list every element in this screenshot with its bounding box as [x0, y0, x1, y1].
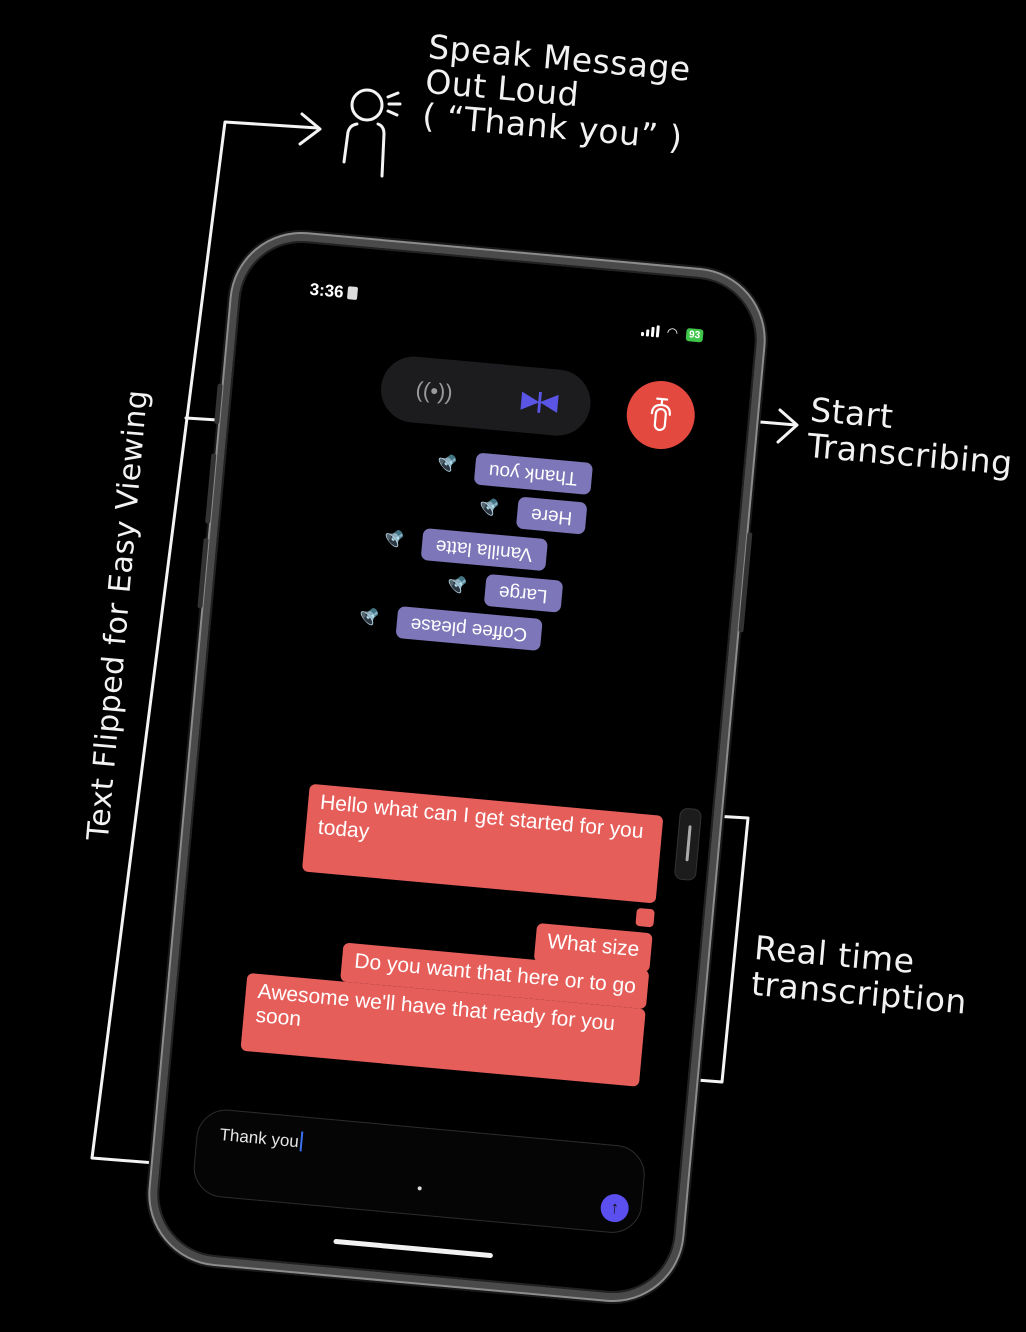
wifi-icon: ◠ — [666, 324, 679, 341]
start-annotation: Start Transcribing — [806, 390, 1018, 483]
app-screen: 3:36 ◠ 93 ((•)) ▶|◀ Coffee plea — [162, 246, 752, 1288]
status-time-text: 3:36 — [308, 279, 345, 302]
start-arrow-head — [776, 408, 799, 444]
phone-frame: 3:36 ◠ 93 ((•)) ▶|◀ Coffee plea — [144, 227, 770, 1307]
speaker-icon[interactable]: 🔈 — [378, 528, 406, 553]
message-composer[interactable]: Thank you ↑ — [191, 1107, 648, 1236]
side-button — [214, 383, 223, 425]
flip-horizontal-icon[interactable]: ▶|◀ — [520, 386, 557, 415]
sound-waves-icon — [386, 91, 402, 117]
microphone-icon — [650, 397, 671, 432]
volume-down-button — [197, 538, 209, 609]
flipped-bubble: Thank you — [473, 452, 593, 495]
flipped-annotation: Text Flipped for Easy Viewing — [80, 388, 156, 842]
scroll-handle[interactable] — [673, 807, 703, 882]
message-input-value: Thank you — [218, 1125, 300, 1152]
send-button[interactable]: ↑ — [599, 1192, 630, 1224]
realtime-annotation: Real time transcription — [750, 928, 972, 1022]
volume-up-button — [205, 453, 217, 524]
flipped-bubble: Large — [483, 573, 563, 613]
speaker-icon[interactable]: 🔈 — [353, 606, 380, 631]
broadcast-icon[interactable]: ((•)) — [414, 376, 454, 406]
flipped-message[interactable]: Large 🔈 — [441, 570, 563, 613]
flipped-message[interactable]: Here 🔈 — [473, 493, 588, 535]
arrow-up-icon: ↑ — [609, 1197, 620, 1218]
speaker-icon[interactable]: 🔈 — [441, 574, 469, 599]
flipped-message[interactable]: Thank you 🔈 — [431, 449, 593, 495]
flipped-message-list: Coffee please 🔈 Large 🔈 Vanilla latte 🔈 … — [353, 443, 689, 663]
speaker-icon[interactable]: 🔈 — [431, 453, 459, 478]
flipped-bubble: Vanilla latte — [420, 527, 548, 572]
flipped-message[interactable]: Coffee please 🔈 — [353, 602, 543, 652]
flipped-bubble: Coffee please — [395, 606, 543, 652]
home-indicator[interactable] — [333, 1238, 494, 1259]
message-input[interactable]: Thank you — [219, 1124, 520, 1172]
person-head-icon — [350, 88, 384, 122]
status-time: 3:36 — [309, 280, 359, 304]
flipped-message[interactable]: Vanilla latte 🔈 — [378, 524, 548, 572]
lock-icon — [346, 286, 359, 301]
power-button — [738, 532, 753, 633]
battery-indicator: 93 — [685, 327, 704, 343]
transcript-list: Hello what can I get started for you tod… — [221, 778, 664, 1087]
status-icons: ◠ 93 — [640, 322, 704, 344]
transcript-bubble: Hello what can I get started for you tod… — [301, 783, 664, 904]
person-body-icon — [342, 122, 386, 178]
speaker-arrow-head — [298, 112, 322, 146]
flipped-bubble: Here — [515, 496, 588, 535]
cellular-signal-icon — [640, 324, 660, 338]
start-transcribing-button[interactable] — [623, 378, 698, 452]
speak-annotation: Speak Message Out Loud ( “Thank you” ) — [421, 27, 693, 158]
speaker-icon[interactable]: 🔈 — [473, 497, 501, 522]
mode-control: ((•)) ▶|◀ — [378, 353, 594, 439]
recording-dot — [417, 1186, 422, 1191]
transcript-typing-indicator — [635, 907, 655, 928]
text-caret — [299, 1131, 304, 1152]
